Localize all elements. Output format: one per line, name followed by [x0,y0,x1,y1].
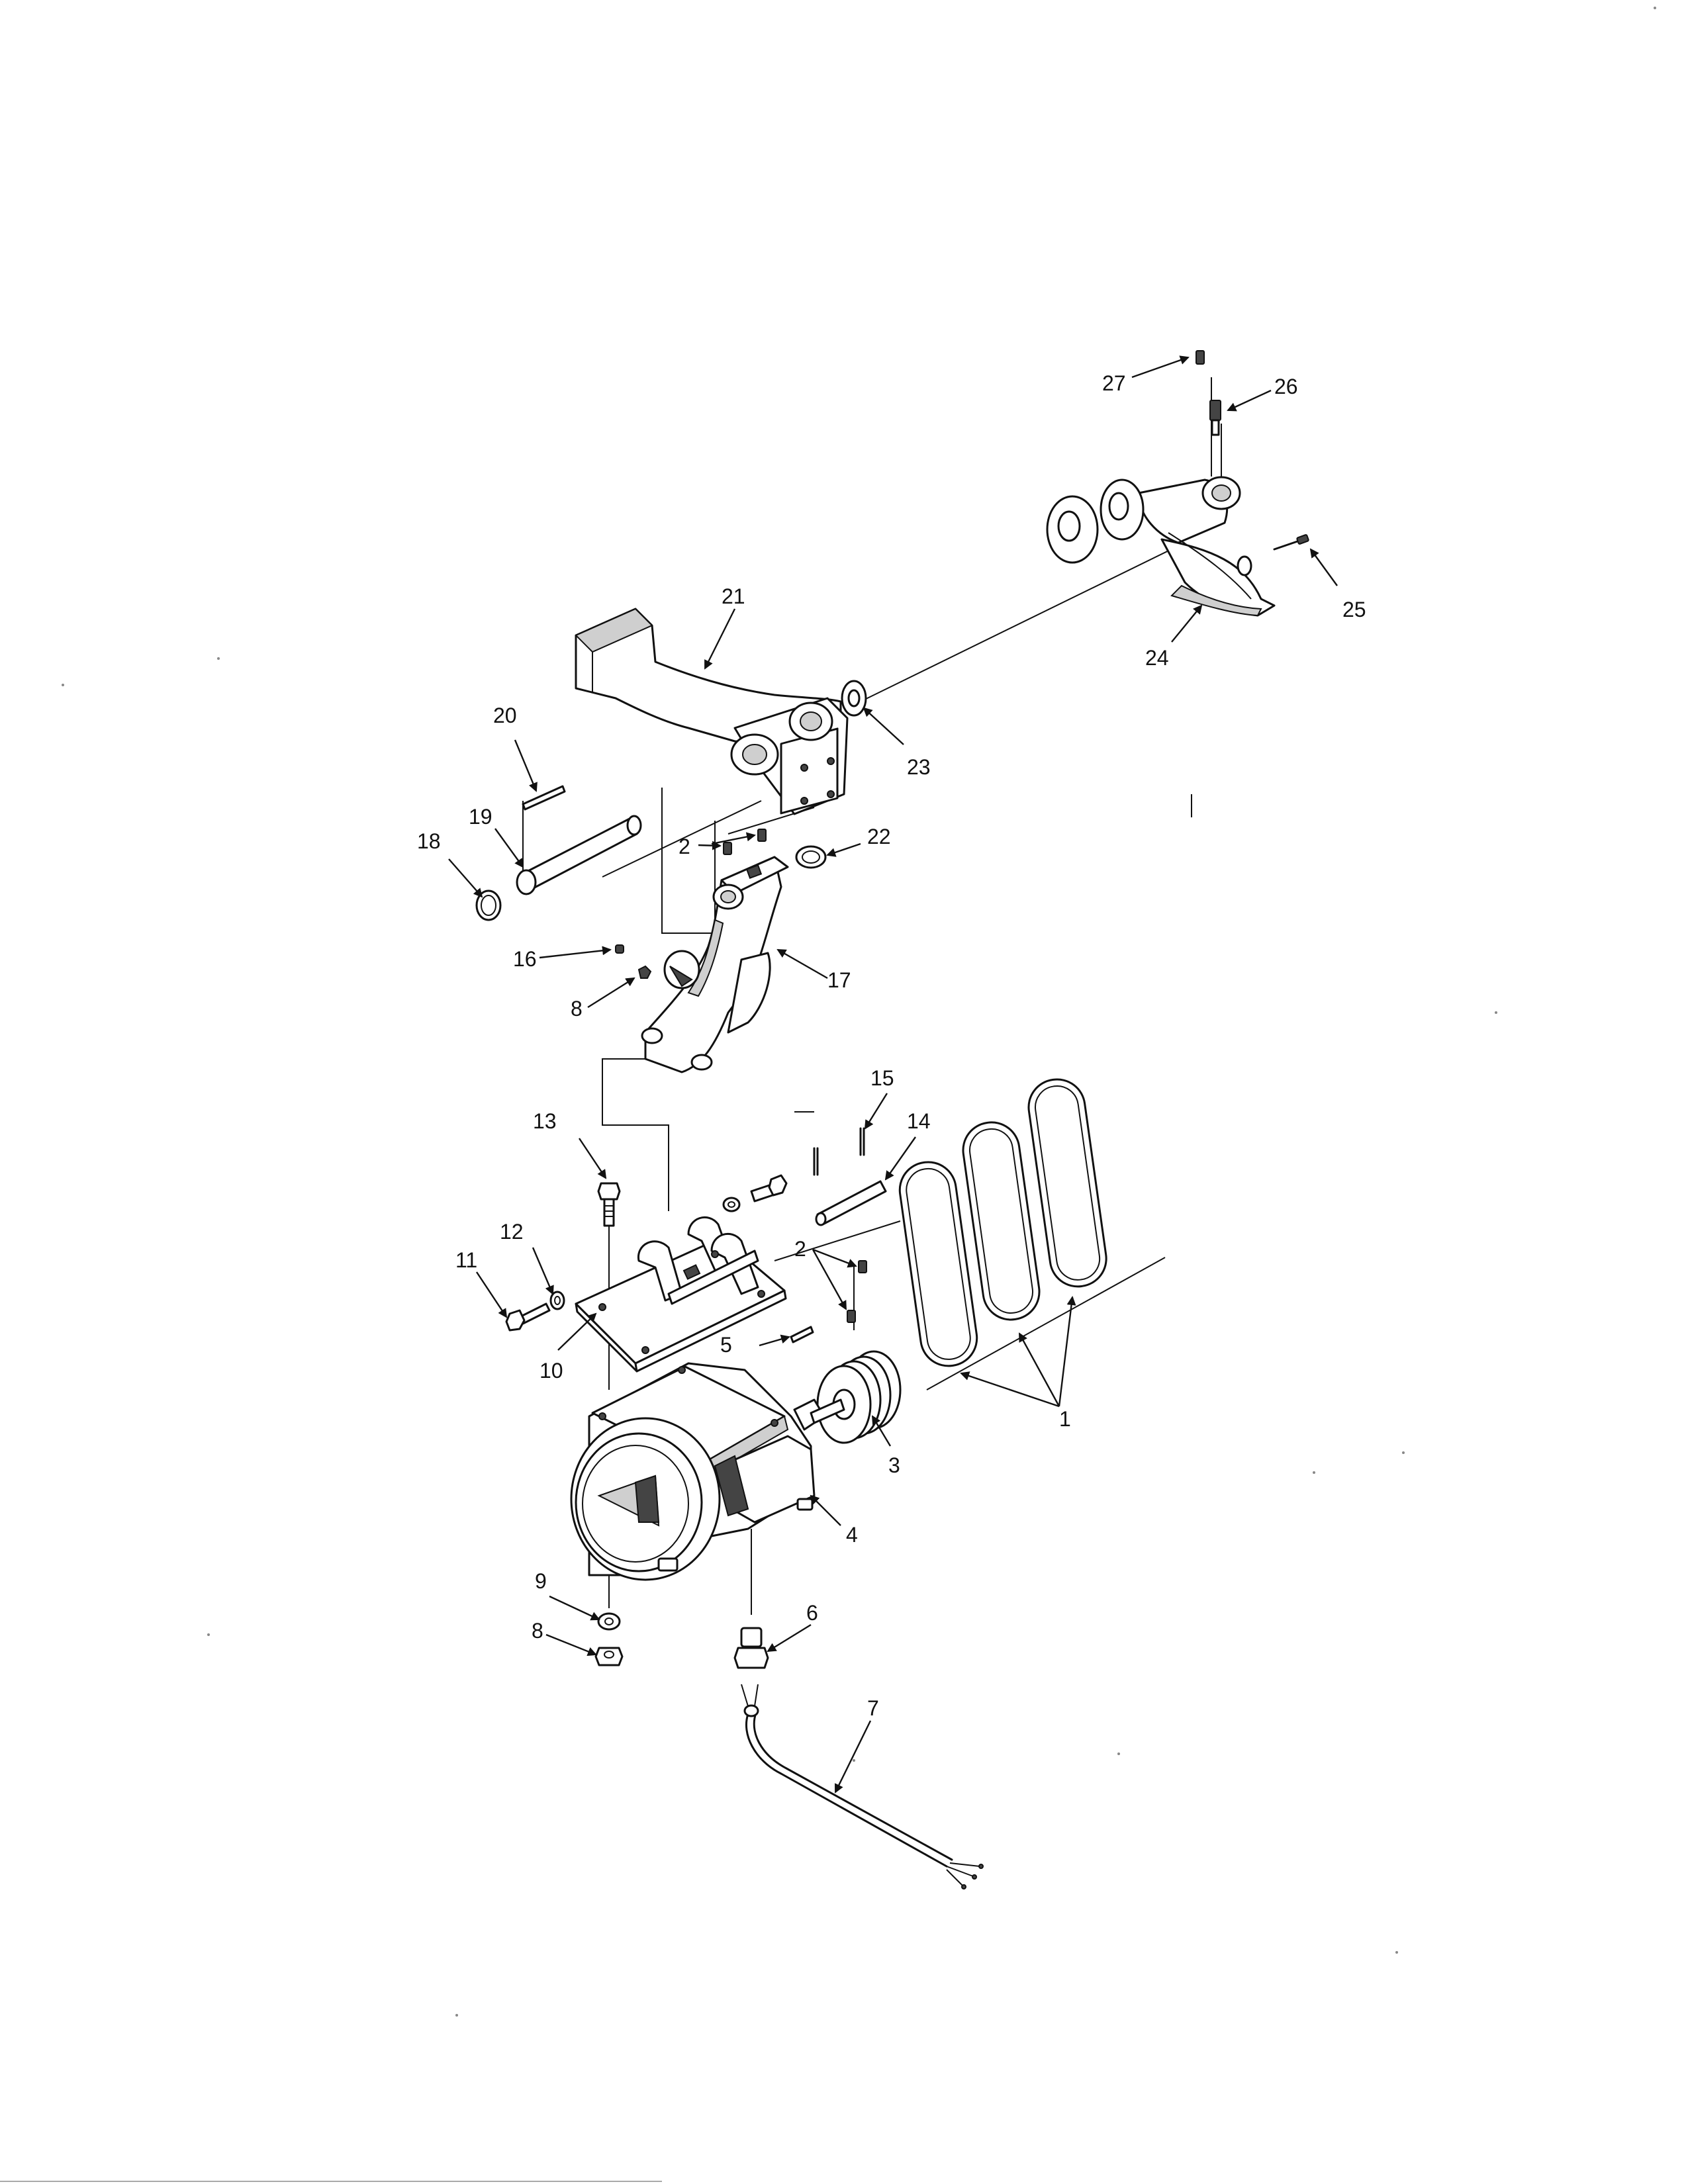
cotter-pins-15 [813,1127,865,1176]
electric-motor [570,1362,845,1581]
set-screw-2-lower [847,1260,867,1323]
ring-22 [795,845,827,869]
callout-1: 1 [1059,1407,1071,1431]
callout-20: 20 [493,704,517,727]
motor-plate [575,1216,787,1373]
callout-6: 6 [806,1601,818,1625]
callout-24: 24 [1145,646,1169,670]
nut-8-lower [594,1647,624,1666]
callout-19: 19 [469,805,492,829]
callout-16: 16 [513,947,537,971]
scan-specks [0,7,1656,2182]
callout-26: 26 [1274,375,1298,398]
callout-7: 7 [867,1696,879,1720]
callout-15: 15 [870,1066,894,1090]
washer-23 [841,680,867,717]
screw-26 [1209,400,1221,436]
bolt-11 [505,1302,551,1332]
screw-27 [1196,350,1205,365]
callout-18: 18 [417,829,441,853]
callout-13: 13 [533,1109,557,1133]
callout-9: 9 [535,1569,547,1593]
link-bracket [641,856,789,1073]
key-20 [522,785,566,811]
callout-17: 17 [827,968,851,992]
retaining-ring-18 [475,889,502,921]
callout-12: 12 [500,1220,524,1244]
nut-8-upper [637,965,652,979]
callout-labels: 27 26 25 24 23 22 21 20 19 18 17 16 15 1… [417,371,1366,1720]
bolt-13 [597,1182,621,1227]
callout-14: 14 [907,1109,931,1133]
callout-8-upper: 8 [571,997,583,1021]
leader-lines [448,355,1338,1794]
callout-22: 22 [867,825,891,848]
callout-3: 3 [888,1453,900,1477]
callout-11: 11 [455,1248,477,1272]
pin-14 [815,1180,887,1226]
callout-21: 21 [722,584,745,608]
callout-8-lower: 8 [532,1619,543,1643]
arm-casting [575,608,849,815]
callout-4: 4 [846,1523,858,1547]
angle-sector-bracket [1046,476,1276,617]
v-belts [898,1078,1107,1367]
callout-5: 5 [720,1333,732,1357]
pulley [816,1350,902,1444]
key-5 [790,1326,814,1343]
screw-16 [615,944,624,954]
pivot-shaft [516,815,642,895]
callout-27: 27 [1102,371,1126,395]
callout-10: 10 [539,1359,563,1383]
callout-2-upper: 2 [679,835,690,858]
callout-2-lower: 2 [794,1237,806,1261]
washer-12 [549,1291,565,1310]
callout-23: 23 [907,755,931,779]
screw-25 [1273,534,1309,551]
callout-25: 25 [1342,598,1366,621]
set-screw-2-upper [723,829,767,855]
cord-connector-6 [733,1627,769,1669]
bolt-plate-right [722,1174,788,1212]
power-cord-7 [741,1684,984,1889]
washer-9 [597,1612,621,1631]
